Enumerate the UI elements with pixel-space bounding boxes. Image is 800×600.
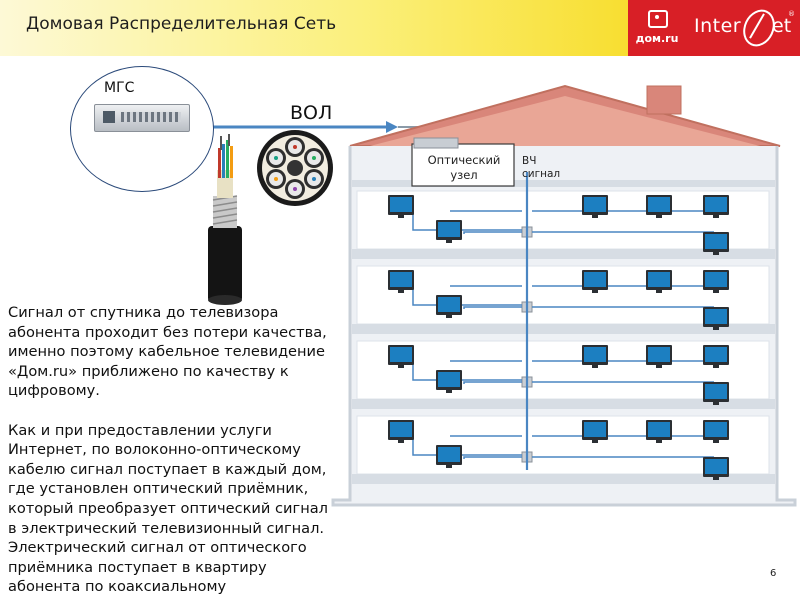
coax-line [463,306,522,309]
tv-screen [705,459,727,474]
tv-screen [390,347,412,362]
optical-node-device [413,137,459,149]
optical-node-label: Оптический узел [427,153,501,182]
tv-stand [656,365,662,368]
tv-screen [584,197,606,212]
building-floors [352,190,775,484]
tv-stand [592,440,598,443]
description-text: Сигнал от спутника до телевизора абонент… [8,304,329,596]
tv-stand [592,365,598,368]
tv-screen [584,422,606,437]
floor-slab [352,474,775,484]
fiber-link-arrowhead [386,121,398,133]
tv-screen [705,384,727,399]
coax-line [463,381,522,384]
tv-screen [390,422,412,437]
tv-stand [398,440,404,443]
internet-logo: Inter et ® [686,0,800,56]
internet-logo-registered: ® [788,10,795,18]
tv-stand [446,465,452,468]
tv-screen [438,447,460,462]
tv-stand [398,290,404,293]
coax-line [412,284,522,306]
dom-ru-logo: дом.ru [628,0,686,56]
tv-stand [713,252,719,255]
coax-line [463,231,522,234]
tv-screen [705,347,727,362]
tv-stand [713,215,719,218]
tv-stand [713,327,719,330]
coax-line [412,209,522,231]
tv-stand [592,290,598,293]
mgs-device-display [103,111,115,123]
floor-room [356,340,770,400]
tv-screen [648,197,670,212]
tv-stand [656,440,662,443]
hf-signal-label: ВЧ сигнал [522,155,561,180]
attic-floor [352,180,775,187]
optical-node-box [411,143,515,187]
tv-screen [705,234,727,249]
fiber-cable-cutaway [208,134,242,305]
tv-stand [446,315,452,318]
tv-screen [438,372,460,387]
floor-slab [352,324,775,334]
tv-stand [446,390,452,393]
building-roof-inner [370,96,760,146]
tv-screen [438,222,460,237]
page-title: Домовая Распределительная Сеть [26,14,337,34]
tv-stand [713,402,719,405]
tv-screen [705,309,727,324]
floor-slab [352,399,775,409]
floor-room [356,415,770,475]
tv-screen [390,272,412,287]
tv-screen [648,347,670,362]
mgs-label: МГС [104,80,135,96]
tv-screen [584,347,606,362]
internet-logo-right: et [772,15,792,37]
building-chimney [646,85,682,115]
mgs-rack-device [94,104,190,132]
dom-ru-logo-text: дом.ru [635,32,679,45]
tv-stand [656,290,662,293]
tv-stand [713,440,719,443]
floor-room [356,265,770,325]
tv-screen [705,272,727,287]
fiber-line-label: ВОЛ [290,102,333,124]
tv-screen [390,197,412,212]
tv-screen [705,422,727,437]
coax-line [412,359,522,381]
tv-stand [398,215,404,218]
tv-stand [398,365,404,368]
tv-screen [648,422,670,437]
coax-line [463,456,522,459]
tv-screen [584,272,606,287]
tv-stand [656,215,662,218]
tv-stand [592,215,598,218]
tv-screen [705,197,727,212]
internet-logo-left: Inter [694,15,742,37]
tv-stand [713,290,719,293]
tv-screen [438,297,460,312]
floor-slab [352,249,775,259]
fiber-cable-cross-section [257,130,333,206]
coax-line [412,434,522,456]
floor-room [356,190,770,250]
tv-stand [713,365,719,368]
mgs-device-panel [121,112,181,122]
tv-screen [648,272,670,287]
dom-ru-logo-icon [648,10,668,28]
page-number: 6 [770,568,777,579]
tv-stand [446,240,452,243]
tv-stand [713,477,719,480]
